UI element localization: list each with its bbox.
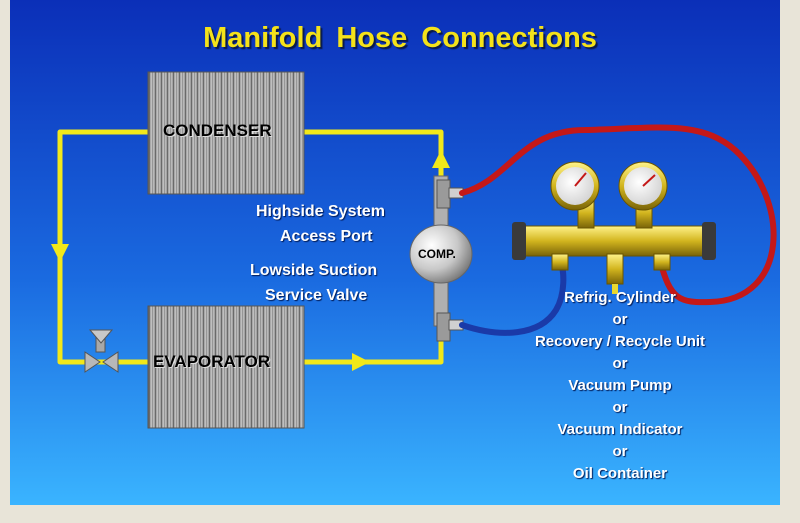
arrow-up-icon: [432, 150, 450, 168]
lowside-label-line1: Lowside Suction: [250, 262, 378, 279]
compressor-label: COMP.: [418, 247, 456, 261]
evaporator-coil: [147, 305, 305, 429]
low-pressure-gauge-icon: [550, 161, 600, 211]
option-vacuum-indicator: Vacuum Indicator: [557, 421, 683, 438]
compressor: [409, 175, 473, 327]
option-or: or: [612, 399, 628, 416]
option-oil-container: Oil Container: [572, 465, 668, 482]
option-or: or: [612, 443, 628, 460]
lowside-port-icon: [436, 312, 464, 342]
option-refrig-cylinder: Refrig. Cylinder: [564, 289, 676, 306]
connection-options-list: Refrig. Cylinder or Recovery / Recycle U…: [490, 289, 750, 487]
expansion-valve-icon: [84, 329, 119, 373]
arrow-down-icon: [51, 244, 69, 262]
highside-port-icon: [436, 179, 464, 209]
arrow-right-icon: [352, 353, 370, 371]
option-or: or: [612, 355, 628, 372]
evaporator-label: EVAPORATOR: [153, 352, 271, 371]
condenser-coil: [147, 71, 305, 195]
option-recovery-unit: Recovery / Recycle Unit: [534, 333, 706, 350]
highside-label-line1: Highside System: [256, 203, 385, 220]
high-side-hose: [459, 124, 777, 306]
diagram-title: Manifold Hose Connections: [203, 22, 597, 54]
option-or: or: [612, 311, 628, 328]
condenser-label: CONDENSER: [163, 121, 272, 140]
lowside-label-line2: Service Valve: [265, 287, 368, 304]
high-pressure-gauge-icon: [618, 161, 668, 211]
option-vacuum-pump: Vacuum Pump: [568, 377, 672, 394]
low-side-hose: [459, 259, 567, 336]
highside-label-line2: Access Port: [280, 228, 373, 245]
